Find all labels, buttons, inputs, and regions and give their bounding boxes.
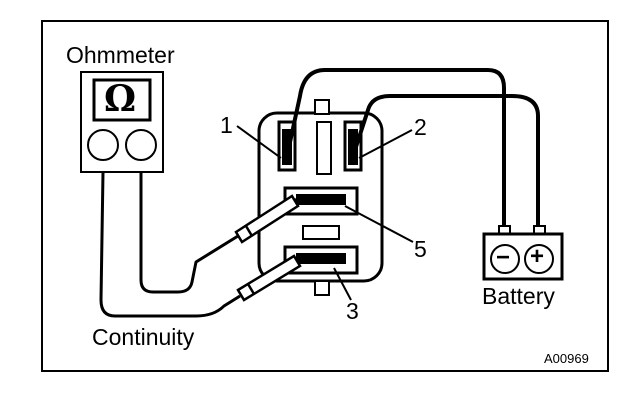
leader-2 [358,129,413,159]
ohmmeter-display [92,78,152,122]
ohm-symbol: Ω [104,78,137,120]
ohmmeter [80,71,164,173]
wire-terminal1-to-neg [285,68,506,226]
relay-middle-slot [302,225,340,240]
ohmmeter-leads [99,171,241,318]
callout-2: 2 [414,114,427,140]
ohmmeter-jack-left [87,129,119,161]
relay-top-tab [314,99,330,115]
leader-5 [344,205,414,243]
probe-terminal3 [236,254,302,302]
callout-leaders [236,125,414,301]
battery-body [482,232,564,281]
battery-label: Battery [482,283,555,309]
probes [234,194,323,302]
callout-3: 3 [346,298,359,324]
relay-center-slot [316,121,332,175]
battery-minus-sign: − [496,244,511,271]
relay-bottom-tab [314,280,330,296]
battery-wires [285,68,540,226]
leader-1 [236,125,282,159]
ohmmeter-label: Ohmmeter [66,42,175,68]
continuity-label: Continuity [92,324,195,350]
battery [482,225,564,281]
callout-1: 1 [220,112,233,138]
battery-neg-circle [490,244,520,274]
ohmmeter-jack-right [125,129,157,161]
lead-right-to-terminal5 [139,172,239,294]
battery-plus-sign: + [530,243,545,270]
wire-terminal2-to-pos [351,94,540,226]
probe-terminal5 [234,194,300,244]
lead-left-to-terminal3 [99,171,241,318]
leader-3 [333,267,352,301]
battery-pos-circle [524,244,554,274]
figure-code: A00969 [544,351,589,366]
callout-5: 5 [414,236,427,262]
